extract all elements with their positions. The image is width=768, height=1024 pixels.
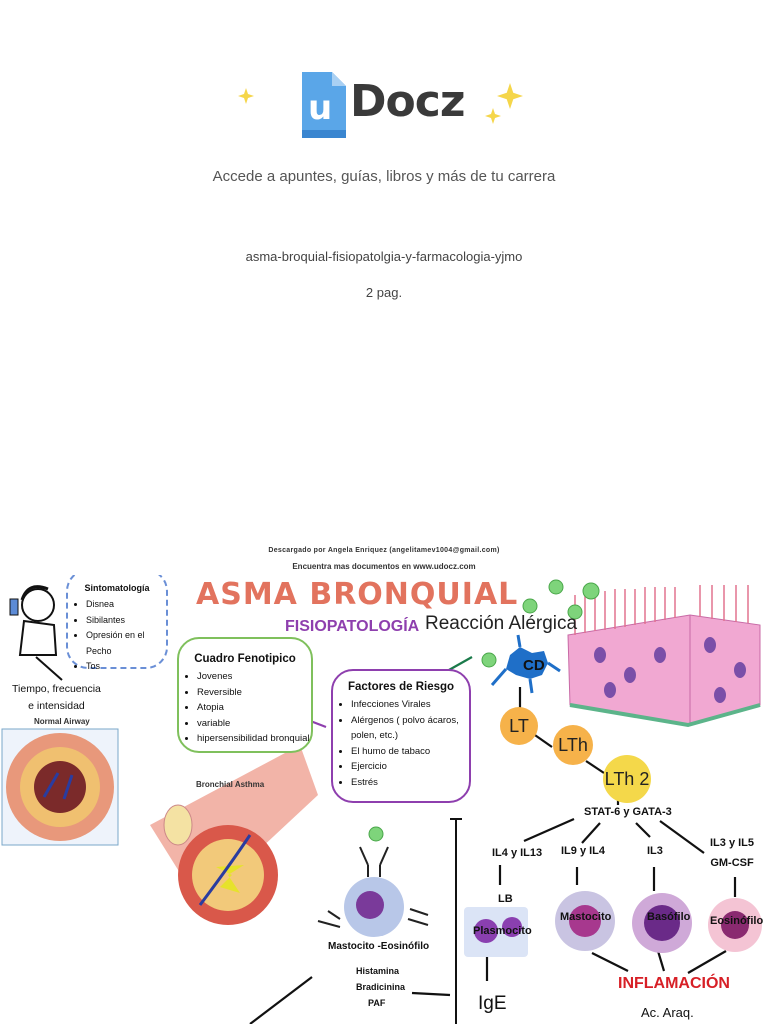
risk-factor-item: Estrés (351, 775, 469, 791)
basofilo-label: Basófilo (647, 911, 691, 923)
phenotype-item: variable (197, 716, 311, 732)
phenotype-item: Jovenes (197, 669, 311, 685)
inhaler-caption: Tiempo, frecuencia e intensidad (12, 681, 101, 715)
symptoms-box: Sintomatología Disnea Sibilantes Opresió… (66, 575, 168, 671)
illustration-layer (1, 579, 762, 1024)
udocz-logo-text: Docz (350, 76, 465, 127)
mastocito-label: Mastocito (560, 911, 612, 923)
normal-airway-label: Normal Airway (34, 717, 90, 726)
risk-factors-title: Factores de Riesgo (347, 681, 455, 693)
phenotype-item: hipersensibilidad bronquial (197, 731, 311, 747)
sparkle-icon (497, 83, 523, 109)
phenotype-title: Cuadro Fenotipico (194, 653, 296, 665)
plasmocito-label: Plasmocito (473, 925, 532, 937)
asthma-airway-label: Bronchial Asthma (196, 780, 265, 789)
il3-label: IL3 (647, 845, 663, 857)
udocz-logo-mark-icon (302, 72, 346, 138)
il9-il4-label: IL9 y IL4 (561, 845, 606, 857)
symptoms-list: Disnea Sibilantes Opresión en el Pecho T… (68, 597, 166, 675)
risk-factors-list: Infecciones Virales Alérgenos ( polvo ác… (333, 697, 469, 790)
epithelium-image (567, 585, 761, 728)
sparkle-icon (485, 108, 501, 124)
mediators-list: Histamina Bradicinina PAF (356, 963, 405, 1011)
symptom-item: Sibilantes (86, 613, 166, 629)
dendritic-cell-icon (490, 634, 561, 694)
lt-badge: LT (500, 707, 538, 745)
sparkle-icon (238, 88, 254, 104)
find-more-link[interactable]: Encuentra mas documentos en www.udocz.co… (292, 562, 476, 571)
mast-cell-image (317, 846, 429, 937)
inhaler-caption-line: e intensidad (28, 700, 85, 712)
cell-images (464, 891, 762, 957)
phenotype-box: Cuadro Fenotipico Jovenes Reversible Ato… (177, 637, 313, 753)
risk-factor-item: El humo de tabaco (351, 744, 469, 760)
risk-factors-box: Factores de Riesgo Infecciones Virales A… (331, 669, 471, 803)
lb-label: LB (498, 893, 513, 905)
phenotype-item: Reversible (197, 685, 311, 701)
risk-factor-item: Ejercicio (351, 759, 469, 775)
divider (450, 818, 462, 1024)
inflamacion-label: INFLAMACIÓN (618, 975, 730, 992)
eosinofilo-label: Eosinófilo (710, 915, 764, 927)
downloaded-by: Descargado por Angela Enriquez (angelita… (268, 547, 500, 554)
allergen-dots (368, 579, 600, 842)
udocz-logo[interactable]: u Docz (300, 70, 470, 142)
mediator-item: PAF (368, 998, 386, 1008)
inhaler-person-icon (9, 585, 58, 656)
mediator-item: Histamina (356, 966, 400, 976)
tagline: Accede a apuntes, guías, libros y más de… (212, 168, 556, 185)
risk-factor-item: polen, etc.) (351, 730, 398, 741)
cd-label: CD (523, 657, 545, 674)
symptom-item: Tos (86, 659, 166, 675)
risk-factor-item: Alérgenos ( polvo ácaros, (351, 713, 469, 729)
page-count: 2 pag. (365, 285, 403, 300)
stat-gata-label: STAT-6 y GATA-3 (584, 806, 672, 818)
doc-title: ASMA BRONQUIAL (196, 577, 519, 612)
symptom-item: Opresión en el Pecho (86, 628, 166, 659)
lth-badge: LTh (553, 725, 593, 765)
document-preview[interactable]: ASMA BRONQUIAL FISIOPATOLOGÍA Reacción A… (0, 575, 768, 1024)
gm-csf-line: GM-CSF (710, 857, 754, 869)
phenotype-item: Atopia (197, 700, 311, 716)
phenotype-list: Jovenes Reversible Atopia variable hiper… (179, 669, 311, 747)
mediator-item: Bradicinina (356, 982, 406, 992)
il3-il5-line: IL3 y IL5 (710, 837, 755, 849)
udocz-header: u Docz Accede a apuntes, guías, libros y… (212, 70, 556, 571)
inhaler-caption-line: Tiempo, frecuencia (12, 683, 101, 695)
lth2-badge: LTh 2 (603, 755, 651, 803)
symptom-item: Disnea (86, 597, 166, 613)
asthma-airway-image (150, 745, 318, 925)
arrow (35, 656, 63, 681)
risk-factor-item: Infecciones Virales (351, 697, 469, 713)
normal-airway-image (1, 728, 119, 846)
symptoms-title: Sintomatología (84, 583, 150, 593)
doc-subtitle: FISIOPATOLOGÍA (285, 618, 420, 635)
allergic-reaction-heading: Reacción Alérgica (425, 613, 578, 634)
ige-label: IgE (478, 993, 507, 1014)
ac-araq-label: Ac. Araq. (641, 1005, 694, 1020)
mast-eos-label: Mastocito -Eosinófilo (328, 941, 430, 952)
il4-il13-label: IL4 y IL13 (492, 847, 543, 859)
udocz-logo-u: u (308, 88, 333, 128)
document-name: asma-broquial-fisiopatolgia-y-farmacolog… (245, 249, 523, 264)
il3-il5-label: IL3 y IL5 GM-CSF (710, 833, 754, 873)
